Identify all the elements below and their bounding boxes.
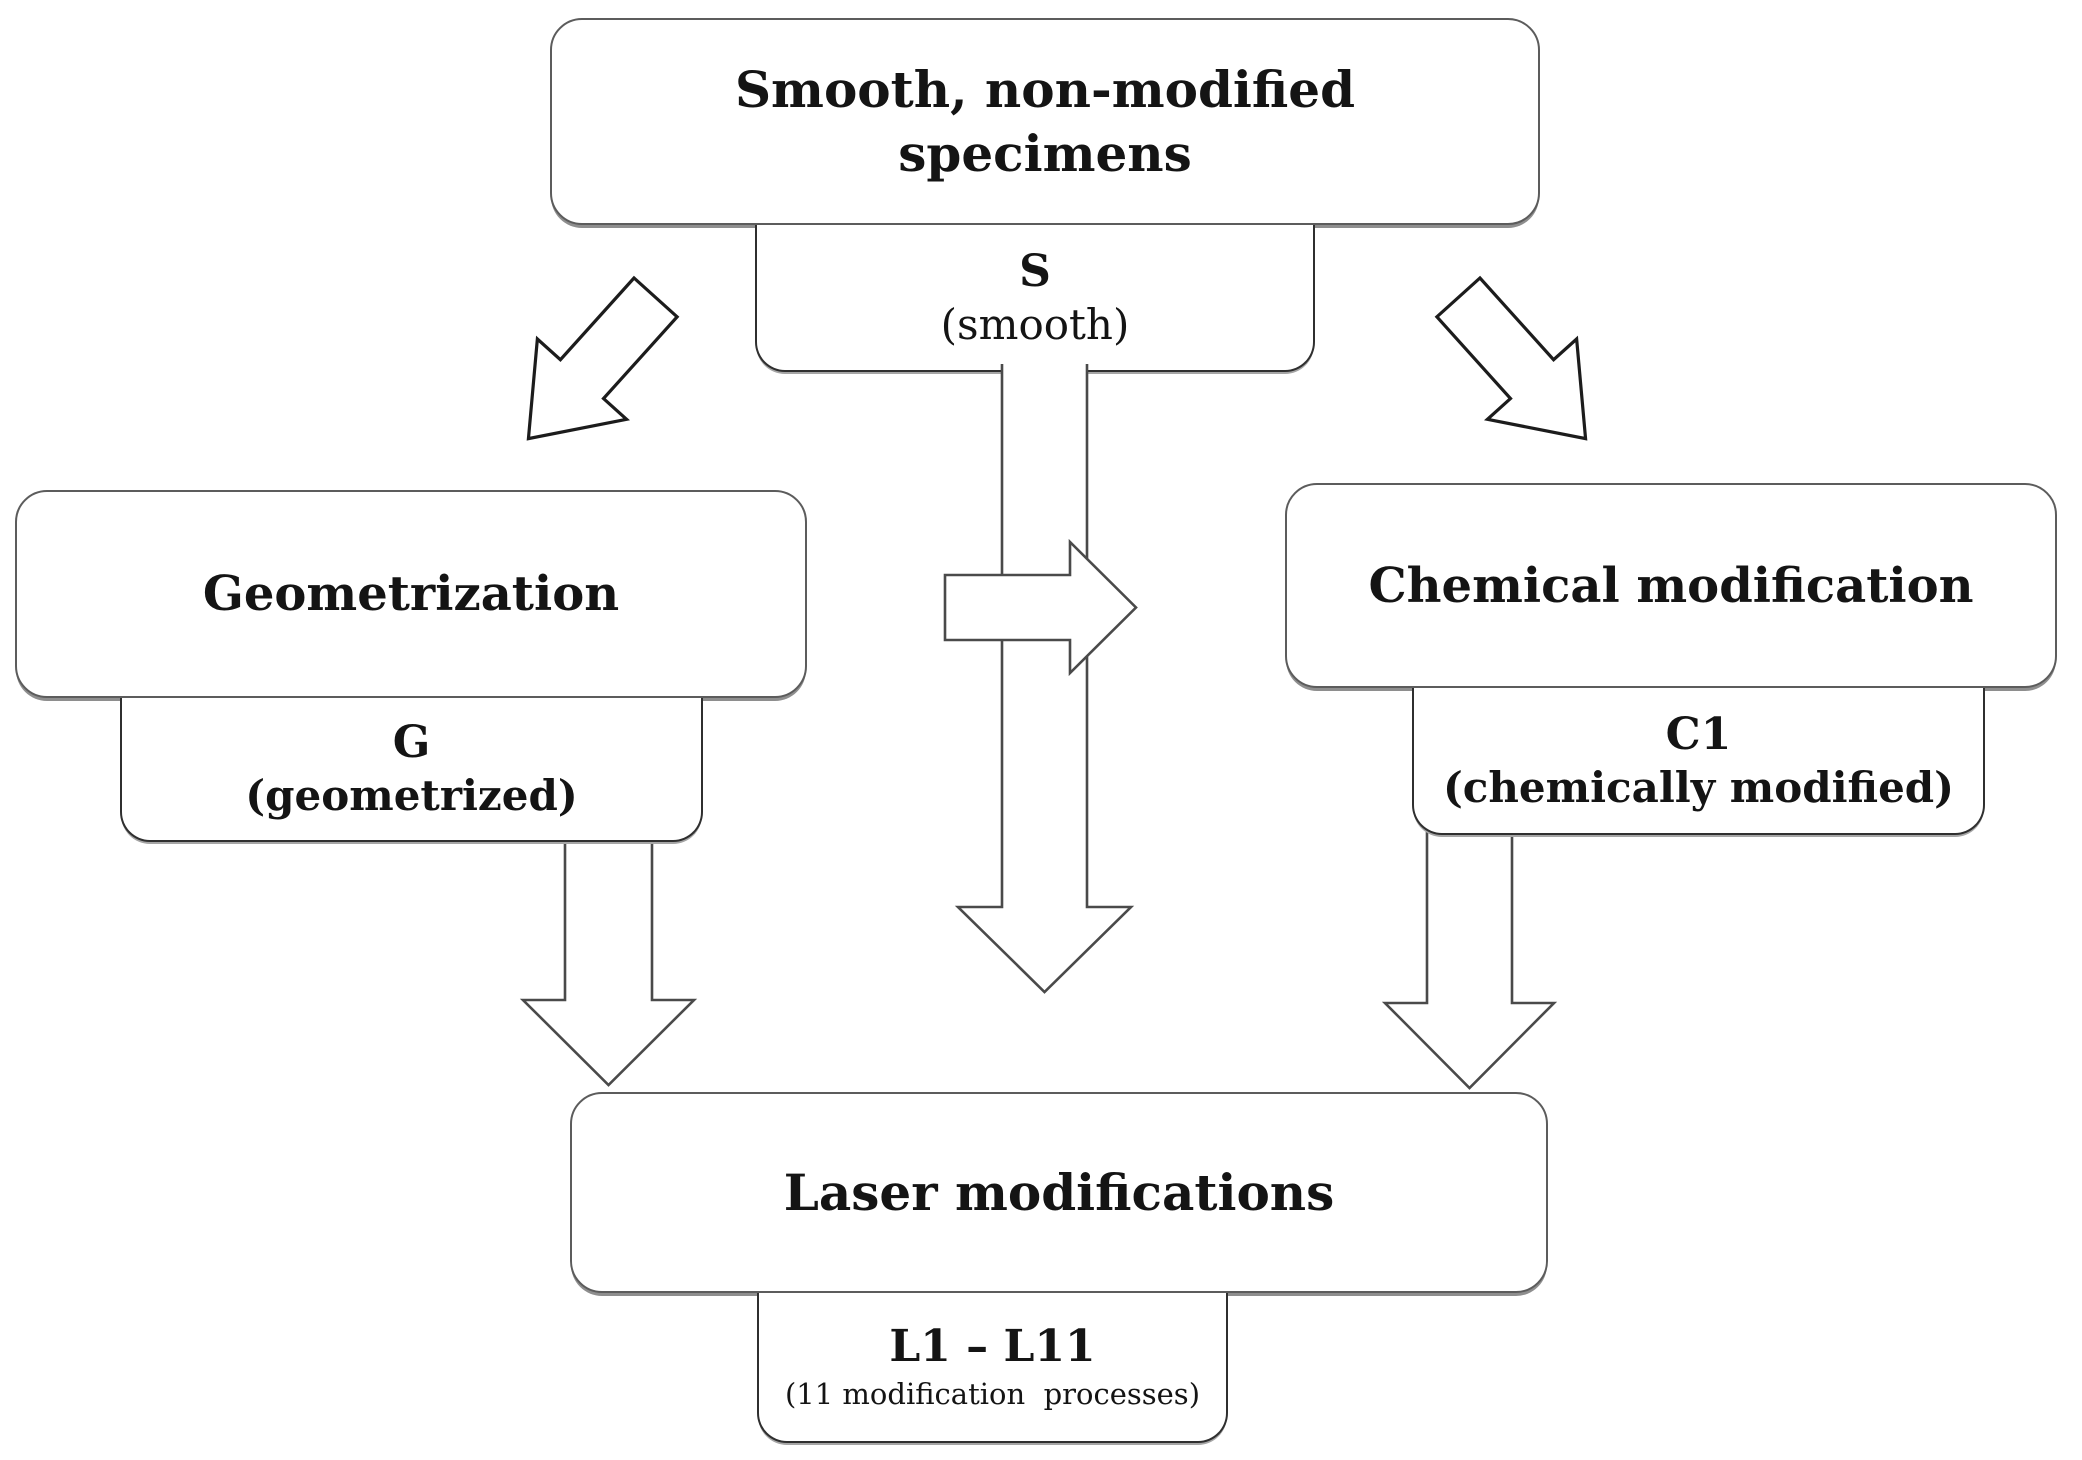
node-source-title: Smooth, non-modified specimens xyxy=(735,58,1355,186)
node-geometrization-label: G (geometrized) xyxy=(120,698,703,842)
node-laser-title: Laser modifications xyxy=(783,1162,1335,1222)
source-desc: (smooth) xyxy=(940,299,1130,349)
arrow-source-branch-right xyxy=(943,538,1138,677)
arrow-source-to-laser xyxy=(954,364,1135,994)
node-source: Smooth, non-modified specimens xyxy=(550,18,1540,225)
chemical-code: C1 xyxy=(1665,708,1732,760)
node-laser-label: L1 – L11 (11 modification processes) xyxy=(757,1293,1228,1443)
node-source-title-line2: specimens xyxy=(898,123,1192,183)
source-code: S xyxy=(1019,245,1051,297)
node-geometrization-title: Geometrization xyxy=(202,566,620,622)
node-source-title-line1: Smooth, non-modified xyxy=(734,59,1356,119)
node-source-label: S (smooth) xyxy=(755,225,1315,372)
node-laser: Laser modifications xyxy=(570,1092,1548,1293)
arrow-source-to-chemical xyxy=(1434,275,1588,441)
arrow-source-to-geometrization xyxy=(526,275,680,441)
arrow-geometrization-to-laser xyxy=(519,826,698,1087)
node-chemical-title: Chemical modification xyxy=(1368,557,1974,614)
node-chemical: Chemical modification xyxy=(1285,483,2057,688)
node-geometrization: Geometrization xyxy=(15,490,807,698)
node-chemical-label: C1 (chemically modified) xyxy=(1412,688,1985,835)
laser-code: L1 – L11 xyxy=(889,1321,1096,1372)
geometrization-desc: (geometrized) xyxy=(245,771,578,820)
geometrization-code: G xyxy=(392,717,431,768)
arrow-chemical-to-laser xyxy=(1381,820,1558,1090)
laser-desc: (11 modification processes) xyxy=(784,1377,1201,1411)
chemical-desc: (chemically modified) xyxy=(1442,762,1955,812)
